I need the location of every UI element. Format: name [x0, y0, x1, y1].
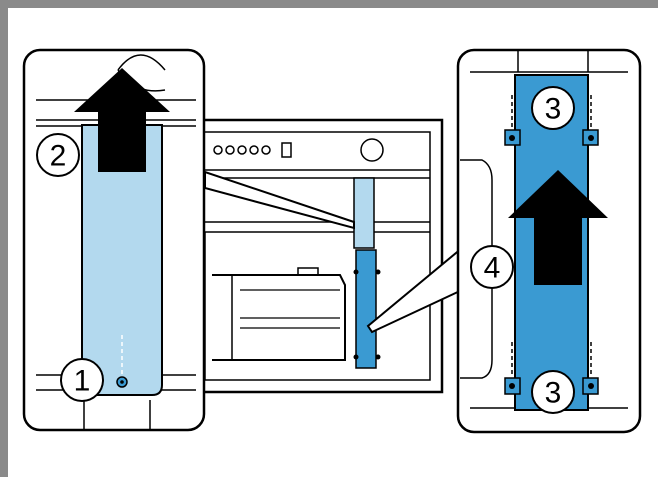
small-blue-panel — [355, 249, 377, 369]
screw-icon — [116, 376, 128, 388]
callout-step-3-top-label: 3 — [545, 93, 562, 126]
knob-icon — [360, 138, 384, 162]
callout-step-1: 1 — [60, 358, 104, 402]
callout-step-2-label: 2 — [50, 140, 67, 173]
callout-step-2: 2 — [36, 133, 80, 177]
callout-step-3-bottom-label: 3 — [545, 377, 562, 410]
appliance-drawing — [204, 118, 444, 394]
left-detail-box — [22, 48, 206, 432]
callout-step-3-top: 3 — [531, 86, 575, 130]
small-screws — [353, 269, 381, 360]
up-arrow-icon — [508, 170, 608, 285]
callout-step-1-label: 1 — [74, 365, 91, 398]
leader-lines — [204, 170, 463, 334]
small-light-panel — [353, 177, 375, 249]
up-arrow-icon — [74, 68, 170, 172]
callout-step-4-label: 4 — [484, 252, 501, 285]
right-detail-box — [456, 48, 642, 434]
callout-step-3-bottom: 3 — [531, 370, 575, 414]
control-panel-dots-icon — [213, 142, 292, 158]
screw-icon — [509, 135, 594, 389]
callout-step-4: 4 — [470, 245, 514, 289]
